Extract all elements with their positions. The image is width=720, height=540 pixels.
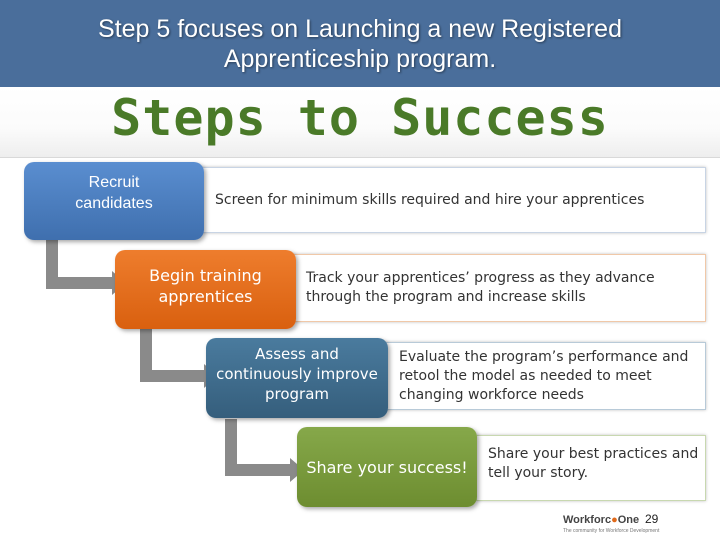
step-3-description: Evaluate the program’s performance and r… [399, 348, 689, 403]
step-3-box: Assess and continuously improve program [206, 338, 388, 418]
step-2-description: Track your apprentices’ progress as they… [306, 270, 655, 305]
step-2-box: Begin training apprentices [115, 250, 296, 329]
step-1-label: Recruit candidates [75, 174, 153, 212]
logo-dot-icon: ● [611, 514, 618, 526]
step-3-description-box: Evaluate the program’s performance and r… [384, 342, 706, 410]
slide-title: Step 5 focuses on Launching a new Regist… [98, 14, 622, 73]
step-1-box: Recruit candidates [24, 162, 204, 240]
slide-subtitle: Steps to Success [111, 89, 609, 147]
subtitle-band: Steps to Success [0, 87, 720, 158]
step-4-description: Share your best practices and tell your … [488, 446, 699, 481]
step-4-description-box: Share your best practices and tell your … [476, 435, 706, 501]
step-2-label: Begin training apprentices [149, 265, 262, 306]
page-number: 29 [645, 512, 659, 526]
title-bar: Step 5 focuses on Launching a new Regist… [0, 0, 720, 87]
step-2-description-box: Track your apprentices’ progress as they… [290, 254, 706, 322]
step-4-label: Share your success! [306, 457, 468, 477]
logo-tagline: The community for Workforce Development [563, 528, 660, 534]
step-1-description: Screen for minimum skills required and h… [215, 191, 645, 208]
step-4-box: Share your success! [297, 427, 477, 507]
step-3-label: Assess and continuously improve program [216, 345, 378, 403]
step-1-description-box: Screen for minimum skills required and h… [196, 167, 706, 233]
workforce-one-logo: Workforc●One [563, 514, 640, 526]
